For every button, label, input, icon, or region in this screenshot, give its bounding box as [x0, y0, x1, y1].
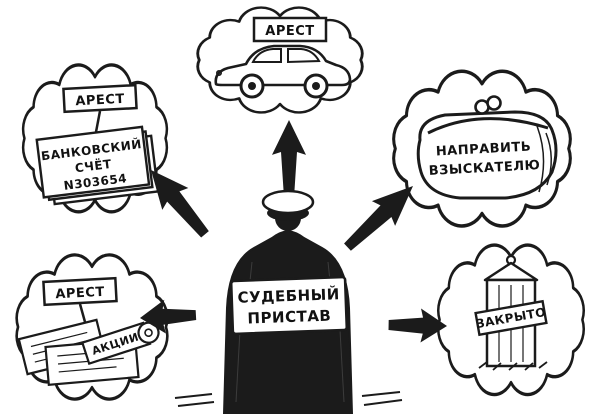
bubble-shares-content: АРЕСТ АКЦИИ	[17, 276, 160, 387]
ground-shadow	[174, 391, 403, 407]
bubble-wallet-content: НАПРАВИТЬ ВЗЫСКАТЕЛЮ	[416, 95, 558, 200]
arrest-sign-bank-label: АРЕСТ	[75, 92, 125, 110]
wallet-label-line1: НАПРАВИТЬ	[435, 140, 531, 160]
shares-roll-icon: АКЦИИ	[80, 321, 160, 365]
bailiff-sign-line1: СУДЕБНЫЙ	[237, 284, 340, 307]
sign-post	[78, 303, 87, 323]
closed-sign	[474, 299, 548, 337]
bailiff-cap-icon	[261, 189, 315, 221]
purse-icon	[416, 95, 558, 200]
bank-card-stack: БАНКОВСКИЙ СЧЁТ N303654	[35, 125, 160, 206]
bailiff-figure: СУДЕБНЫЙ ПРИСТАВ	[174, 189, 403, 414]
arrest-sign-car-label: АРЕСТ	[265, 24, 314, 39]
bubble-car-content: АРЕСТ	[214, 16, 352, 99]
car-icon	[214, 44, 352, 99]
bailiff-back-sign: СУДЕБНЫЙ ПРИСТАВ	[229, 275, 349, 336]
arrest-sign-shares	[42, 276, 118, 307]
bank-card-line2: СЧЁТ	[74, 156, 113, 175]
grass-strokes	[478, 361, 548, 371]
bailiff-sign-line2: ПРИСТАВ	[247, 307, 331, 328]
arrow-up-icon	[272, 120, 306, 198]
sign-post	[94, 110, 102, 133]
purse-clasp-ball	[486, 95, 502, 111]
coat-texture	[235, 261, 345, 403]
bubble-kiosk-content: ЗАКРЫТО	[474, 254, 548, 371]
wallet-label-line2: ВЗЫСКАТЕЛЮ	[428, 158, 540, 179]
arrest-sign-shares-label: АРЕСТ	[55, 285, 105, 303]
arrest-sign-bank	[62, 83, 138, 114]
arrest-sign-car	[252, 16, 328, 43]
bubble-bank-content: АРЕСТ БАНКОВСКИЙ СЧЁТ N303654	[35, 83, 160, 206]
